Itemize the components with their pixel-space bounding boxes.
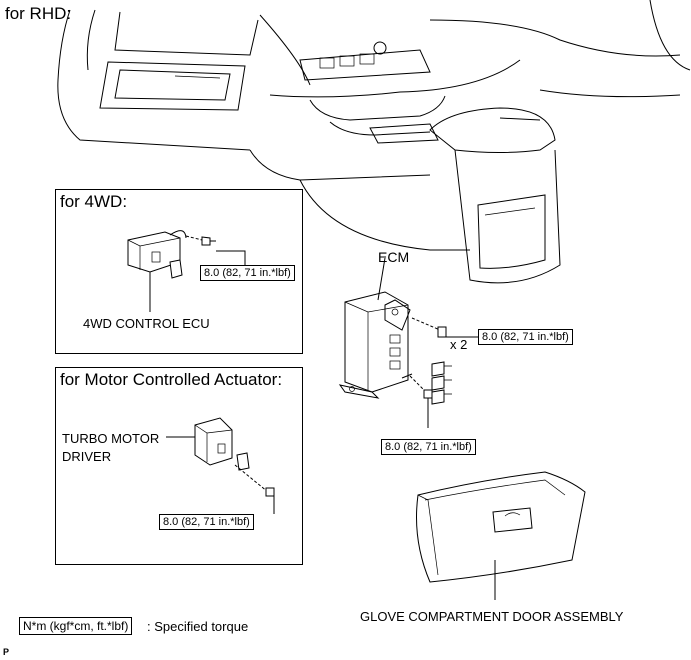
- fourwd-heading: for 4WD:: [60, 192, 128, 211]
- rhd-heading: for RHD:: [5, 4, 72, 23]
- ecm-bolt-torque-box: 8.0 (82, 71 in.*lbf): [381, 439, 476, 455]
- turbo-label-line2: DRIVER: [62, 449, 112, 464]
- fourwd-torque-box: 8.0 (82, 71 in.*lbf): [200, 265, 295, 281]
- fourwd-ecu-label: 4WD CONTROL ECU: [83, 316, 210, 331]
- ecm-nut-quantity: x 2: [450, 337, 468, 352]
- turbo-driver-drawing: [166, 417, 275, 514]
- fourwd-panel: [55, 189, 303, 354]
- motor-actuator-panel: [55, 367, 303, 565]
- ecm-drawing: [338, 257, 480, 428]
- corner-mark: P: [3, 647, 10, 657]
- legend-text: : Specified torque: [147, 619, 249, 634]
- ecm-nut-torque-box: 8.0 (82, 71 in.*lbf): [478, 329, 573, 345]
- motor-actuator-heading: for Motor Controlled Actuator:: [60, 370, 283, 389]
- glove-compartment-label: GLOVE COMPARTMENT DOOR ASSEMBLY: [360, 609, 624, 624]
- turbo-label-line1: TURBO MOTOR: [62, 431, 160, 446]
- turbo-torque-box: 8.0 (82, 71 in.*lbf): [159, 514, 254, 530]
- dashboard-drawing: [57, 0, 691, 284]
- glove-compartment-drawing: [416, 471, 586, 600]
- legend-torque-box: N*m (kgf*cm, ft.*lbf): [19, 617, 133, 635]
- ecm-label: ECM: [378, 249, 410, 265]
- fourwd-ecu-drawing: [127, 230, 246, 312]
